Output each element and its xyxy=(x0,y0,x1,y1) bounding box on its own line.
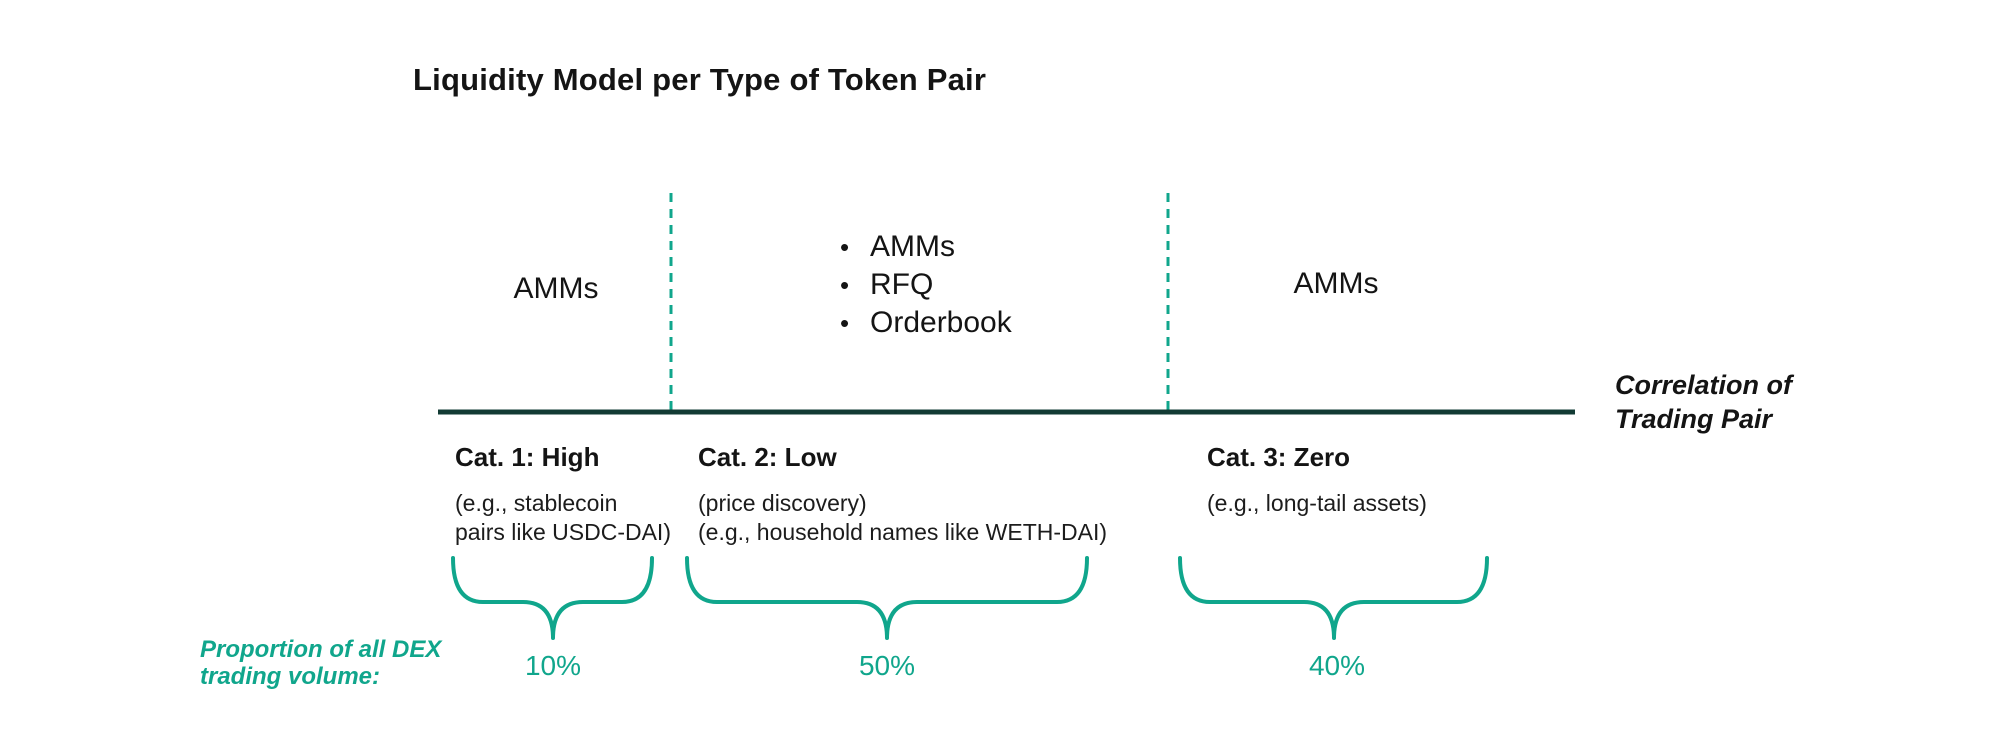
category1-description: (e.g., stablecoin pairs like USDC-DAI) xyxy=(455,489,671,547)
category1-block: Cat. 1: High (e.g., stablecoin pairs lik… xyxy=(455,441,671,547)
list-item-label: AMMs xyxy=(870,230,955,263)
brace-cat2-icon xyxy=(685,556,1089,640)
volume-percent-cat1: 10% xyxy=(524,650,582,681)
volume-percent-cat3: 40% xyxy=(1308,650,1366,681)
category3-title: Cat. 3: Zero xyxy=(1207,442,1351,472)
category3-description: (e.g., long-tail assets) xyxy=(1207,489,1427,518)
section2-liquidity-model-list: • AMMs • RFQ • Orderbook xyxy=(840,228,1012,342)
section3-liquidity-model-label: AMMs xyxy=(1293,267,1379,300)
brace-cat3-icon xyxy=(1178,556,1489,640)
correlation-axis-label-line2: Trading Pair xyxy=(1615,404,1773,434)
dex-volume-caption-line2: trading volume: xyxy=(200,663,381,690)
list-item-label: Orderbook xyxy=(870,306,1012,339)
category3-description-line1: (e.g., long-tail assets) xyxy=(1207,490,1427,516)
category2-description-line2: (e.g., household names like WETH-DAI) xyxy=(698,519,1108,545)
section1-liquidity-model-label: AMMs xyxy=(513,272,599,305)
bullet-icon: • xyxy=(840,232,850,262)
correlation-axis-label-line1: Correlation of xyxy=(1615,370,1793,400)
category1-description-line1: (e.g., stablecoin xyxy=(455,490,618,516)
correlation-axis-label: Correlation of Trading Pair xyxy=(1615,368,1792,436)
category1-title: Cat. 1: High xyxy=(455,442,600,472)
bullet-icon: • xyxy=(840,308,850,338)
bullet-icon: • xyxy=(840,270,850,300)
dex-volume-caption-line1: Proportion of all DEX xyxy=(200,636,442,663)
category2-description: (price discovery) (e.g., household names… xyxy=(698,489,1107,547)
category1-description-line2: pairs like USDC-DAI) xyxy=(455,519,671,545)
list-item-label: RFQ xyxy=(870,268,934,301)
category2-block: Cat. 2: Low (price discovery) (e.g., hou… xyxy=(698,441,1107,547)
list-item-orderbook: • Orderbook xyxy=(840,304,1012,342)
category2-description-line1: (price discovery) xyxy=(698,490,867,516)
list-item-rfq: • RFQ xyxy=(840,266,1012,304)
volume-percent-cat2: 50% xyxy=(858,650,916,681)
diagram-title: Liquidity Model per Type of Token Pair xyxy=(413,62,987,97)
category3-block: Cat. 3: Zero (e.g., long-tail assets) xyxy=(1207,441,1427,518)
dex-volume-caption: Proportion of all DEX trading volume: xyxy=(200,636,441,690)
brace-cat1-icon xyxy=(451,556,654,640)
list-item-amms: • AMMs xyxy=(840,228,1012,266)
category2-title: Cat. 2: Low xyxy=(698,442,837,472)
